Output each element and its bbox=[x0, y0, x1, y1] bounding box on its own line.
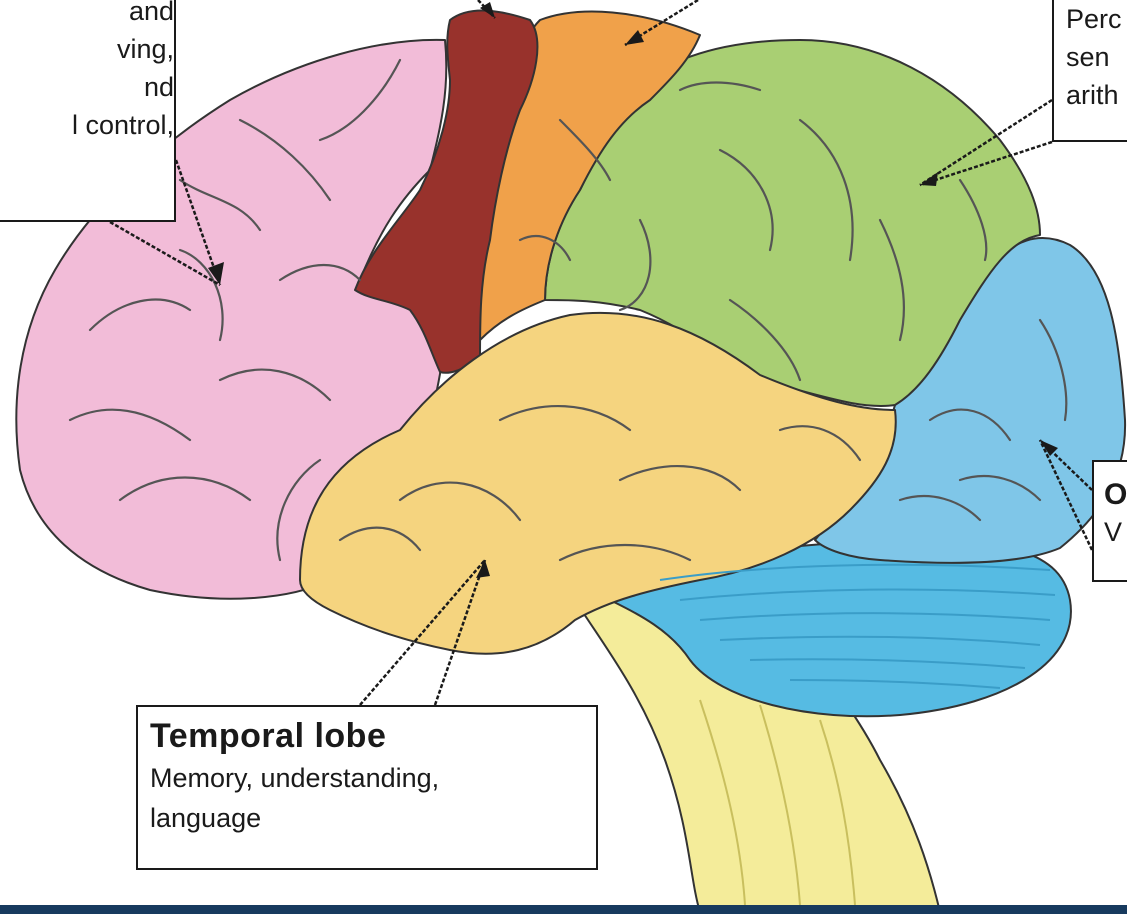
occipital-lobe-callout: O V bbox=[1092, 460, 1127, 582]
occipital-callout-description: V bbox=[1104, 514, 1127, 550]
parietal-callout-line-3: arith bbox=[1066, 76, 1127, 114]
occipital-callout-title: O bbox=[1104, 476, 1127, 514]
frontal-callout-line-3: nd bbox=[0, 68, 174, 106]
frontal-callout-line-2: ving, bbox=[0, 30, 174, 68]
frontal-callout-line-4: l control, bbox=[0, 106, 174, 144]
temporal-lobe-callout: Temporal lobe Memory, understanding, lan… bbox=[136, 705, 598, 870]
temporal-callout-line-2: language bbox=[150, 798, 586, 838]
parietal-callout-line-1: Perc bbox=[1066, 0, 1127, 38]
frontal-callout-line-1: and bbox=[0, 0, 174, 30]
bottom-bar bbox=[0, 905, 1127, 914]
parietal-lobe-callout: Perc sen arith bbox=[1052, 0, 1127, 142]
parietal-callout-line-2: sen bbox=[1066, 38, 1127, 76]
temporal-callout-title: Temporal lobe bbox=[150, 715, 586, 758]
frontal-lobe-callout: and ving, nd l control, bbox=[0, 0, 176, 222]
temporal-callout-line-1: Memory, understanding, bbox=[150, 758, 586, 798]
